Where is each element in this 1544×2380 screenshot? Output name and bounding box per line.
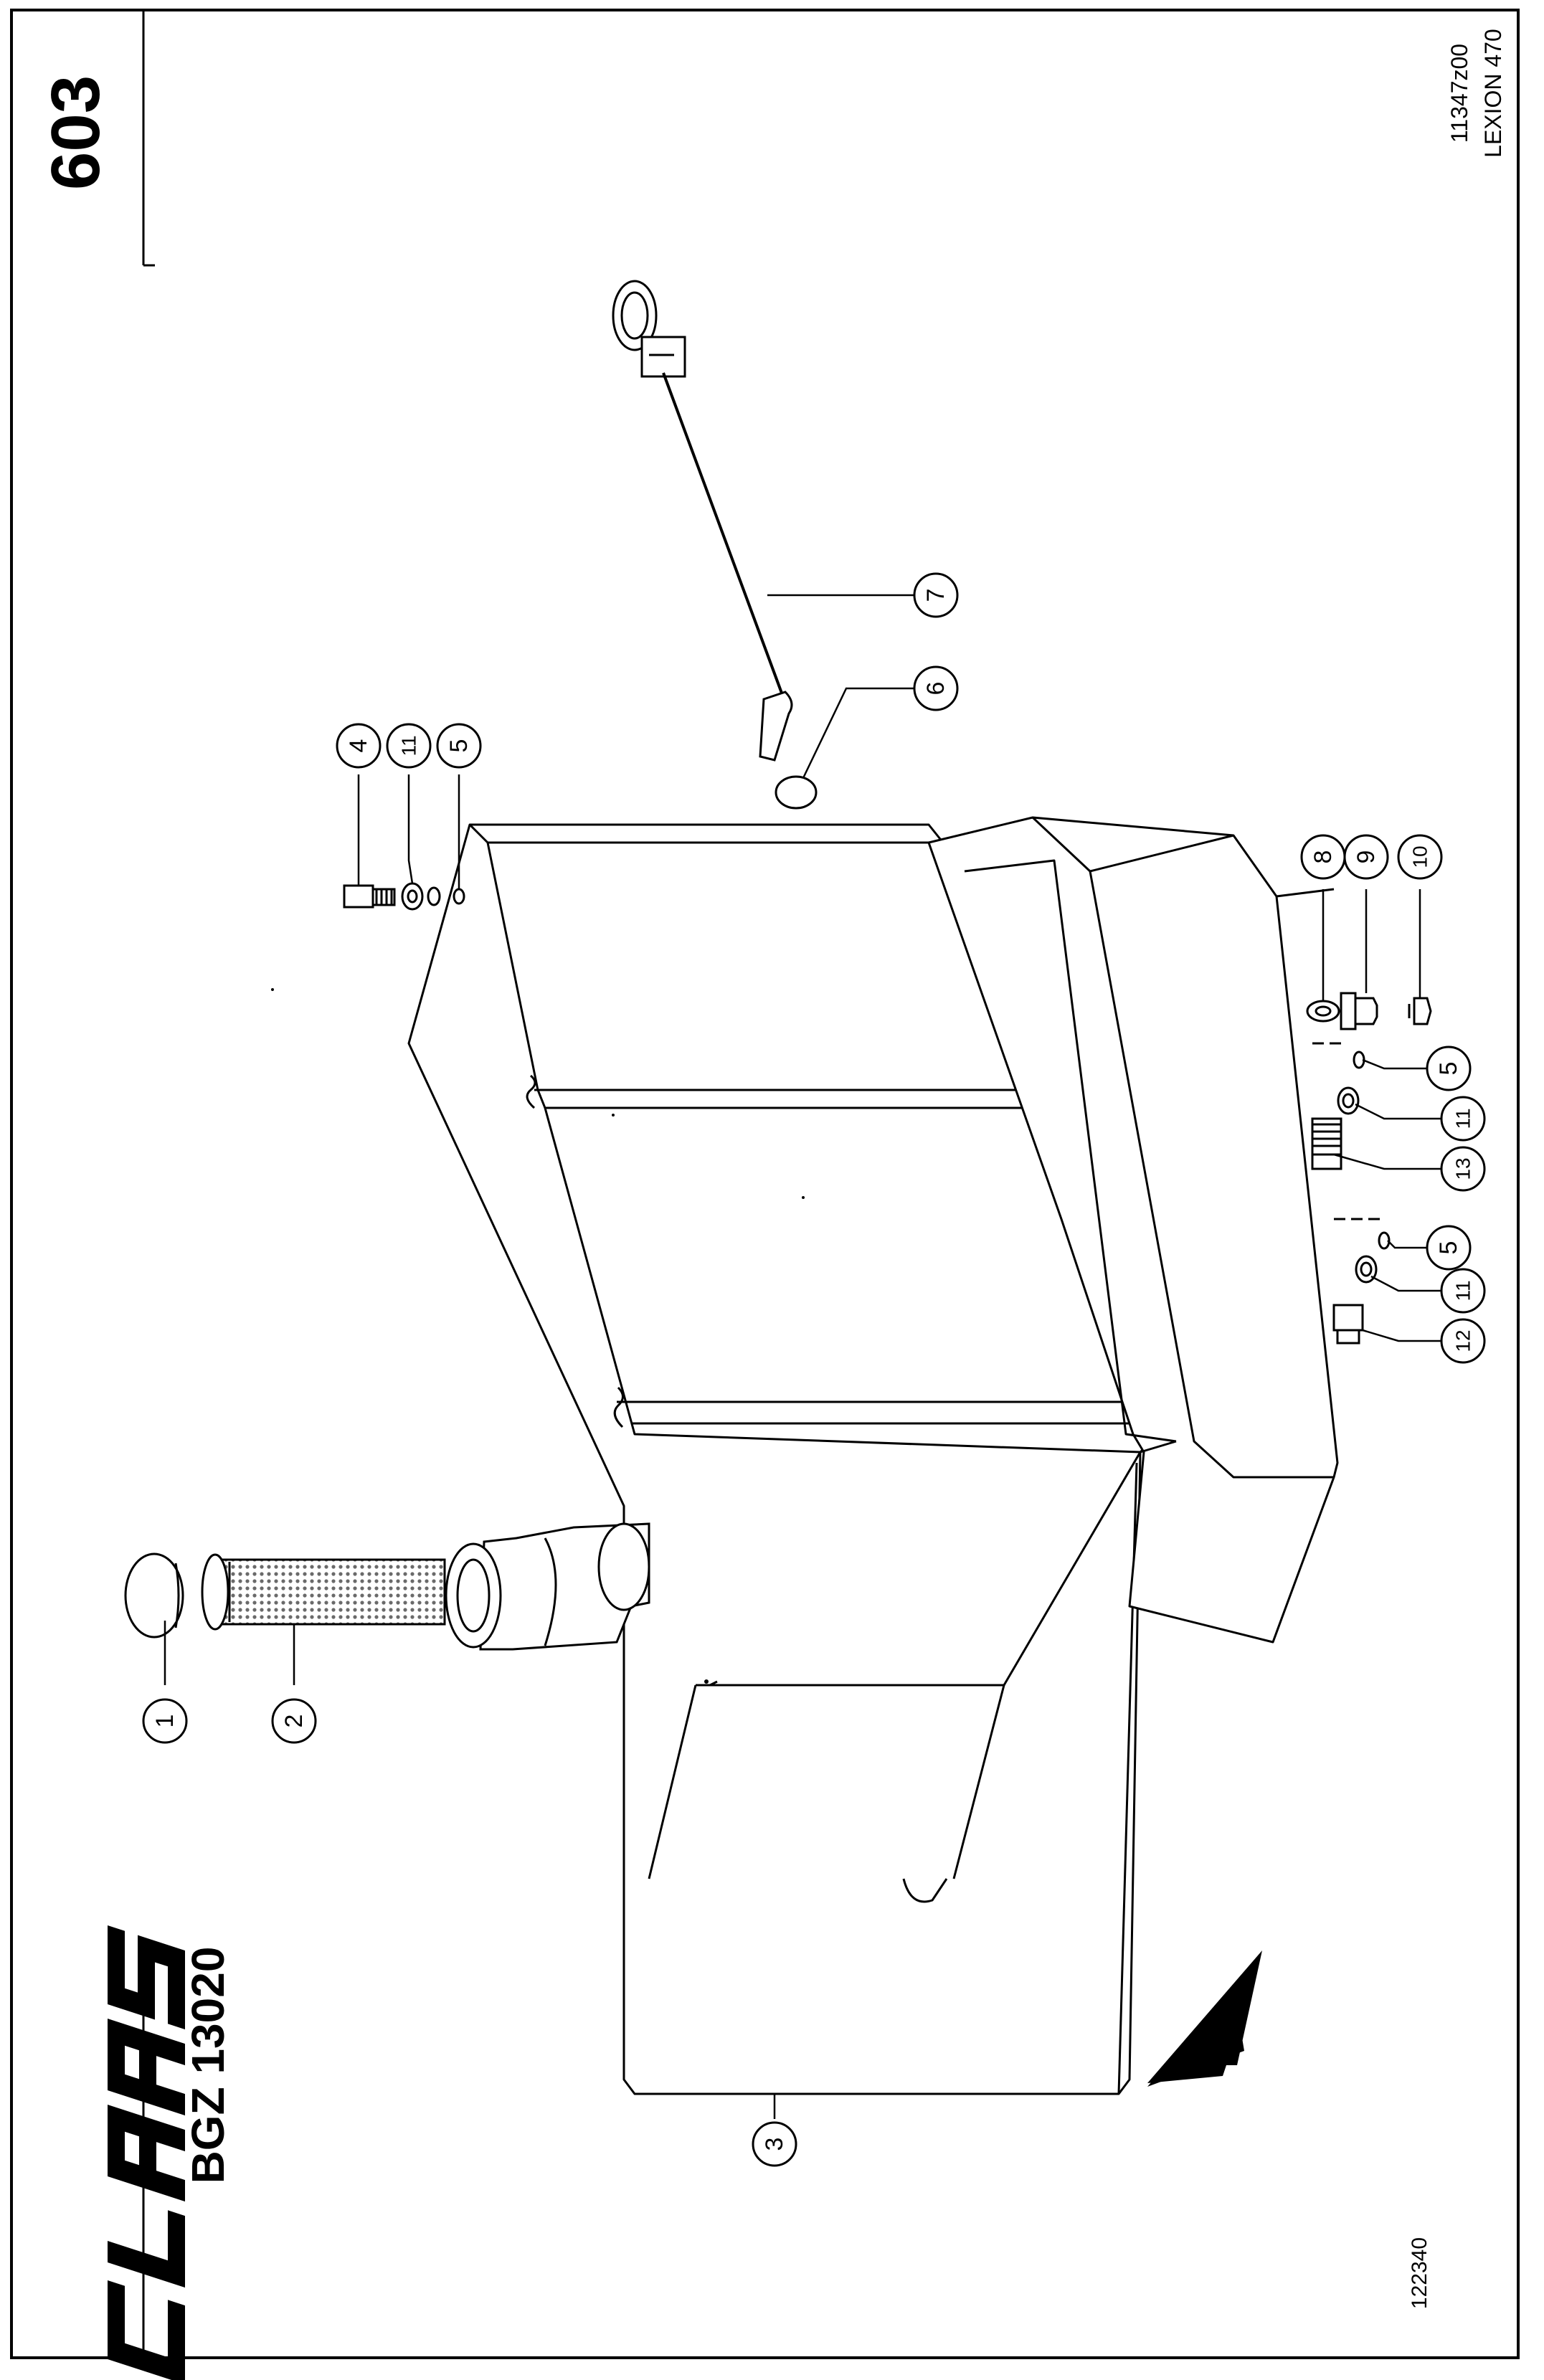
callout-circle-11c [1440, 1268, 1486, 1314]
drain-fittings [1306, 992, 1432, 1345]
callout-label-7: 7 [922, 589, 949, 602]
vent-screw-assembly [343, 882, 465, 911]
callout-circle-12 [1440, 1318, 1486, 1364]
seal-ring [775, 775, 818, 810]
callout-label-13: 13 [1452, 1157, 1474, 1180]
callout-label-12: 12 [1452, 1329, 1474, 1352]
callout-circle-4 [336, 723, 382, 769]
callout-label-8: 8 [1309, 850, 1337, 864]
callout-label-1: 1 [151, 1715, 179, 1728]
callout-numbers: 1 2 3 4 11 5 6 7 8 9 10 5 11 13 5 11 12 [151, 589, 1474, 2151]
callout-label-4: 4 [345, 739, 372, 753]
callout-label-9: 9 [1353, 850, 1380, 864]
callout-circle-5c [1426, 1225, 1472, 1271]
callout-label-11a: 11 [398, 735, 420, 756]
callout-circle-5b [1426, 1046, 1472, 1091]
leader-lines [164, 594, 1452, 2119]
callout-label-2: 2 [280, 1715, 308, 1728]
filler-neck [445, 1522, 650, 1651]
callout-circle-5a [436, 723, 482, 769]
callout-label-11b: 11 [1452, 1108, 1474, 1129]
callout-circle-2 [271, 1698, 317, 1744]
callout-circle-1 [142, 1698, 188, 1744]
claas-logo [108, 1925, 185, 2380]
callout-label-6: 6 [922, 682, 949, 696]
fuel-tank [407, 816, 1339, 2095]
fuel-level-sender [612, 280, 793, 762]
callout-circle-10 [1397, 834, 1443, 880]
callout-label-5b: 5 [1435, 1062, 1462, 1076]
callout-circle-11a [386, 723, 432, 769]
callout-circle-11b [1440, 1096, 1486, 1142]
callout-circle-7 [913, 572, 959, 618]
callout-circle-3 [752, 2121, 797, 2167]
callout-label-5c: 5 [1435, 1241, 1462, 1255]
callout-label-10: 10 [1409, 845, 1431, 868]
callout-label-5a: 5 [445, 739, 473, 753]
callout-circle-9 [1343, 834, 1389, 880]
callout-label-3: 3 [761, 2138, 788, 2151]
callout-circle-6 [913, 665, 959, 711]
filler-cap [124, 1552, 184, 1639]
sheet-border [10, 9, 1520, 2359]
callout-label-11c: 11 [1452, 1280, 1474, 1301]
scan-specks [271, 988, 805, 1684]
callout-circles [142, 572, 1486, 2167]
strainer-basket [201, 1553, 446, 1631]
callout-circle-13 [1440, 1146, 1486, 1192]
direction-arrow [1147, 1950, 1262, 2087]
